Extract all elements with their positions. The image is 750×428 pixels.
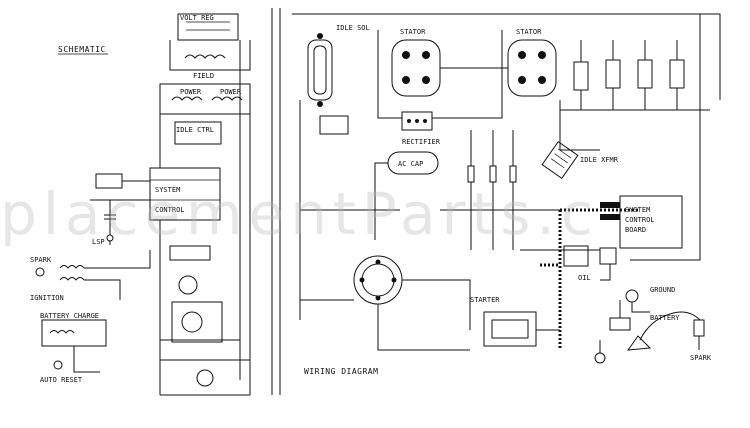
power-winding-box <box>159 83 251 115</box>
svg-text:OIL: OIL <box>578 274 591 282</box>
field-coil <box>184 54 226 59</box>
svg-text:AC CAP: AC CAP <box>398 160 423 168</box>
watermark-text: placementParts.c <box>0 180 599 248</box>
idle-control-transformer-block <box>541 140 579 180</box>
relay-box <box>599 247 617 265</box>
harness-right <box>630 14 701 261</box>
power-winding-right <box>211 96 243 101</box>
spark-plug <box>693 319 705 337</box>
stator-connector-left <box>391 39 441 97</box>
svg-text:IGNITION: IGNITION <box>30 294 64 302</box>
svg-text:IDLE SOL: IDLE SOL <box>336 24 370 32</box>
idle-board-right <box>563 245 589 267</box>
starter-motor-symbol <box>181 311 203 333</box>
harness-top <box>292 13 721 100</box>
svg-text:RECTIFIER: RECTIFIER <box>402 138 441 146</box>
spark-plug-boot <box>626 335 652 351</box>
spark-plug-lead <box>639 311 701 341</box>
lsp-terminal <box>106 234 114 242</box>
oil-pressure-switch <box>594 352 606 364</box>
svg-text:VOLT REG: VOLT REG <box>180 14 214 22</box>
engine-switch <box>353 255 403 305</box>
svg-text:CONTROL: CONTROL <box>155 206 185 214</box>
svg-text:STATOR: STATOR <box>400 28 426 36</box>
svg-text:SYSTEM: SYSTEM <box>155 186 180 194</box>
battery-charge-coil <box>49 330 75 334</box>
svg-text:BOARD: BOARD <box>625 226 646 234</box>
spark-plug-symbol <box>35 267 45 277</box>
auto-reset-breaker <box>53 360 63 370</box>
idle-control-transformer <box>174 121 222 145</box>
svg-text:CONTROL: CONTROL <box>625 216 655 224</box>
breaker-4 <box>669 59 685 89</box>
breaker-3 <box>637 59 653 89</box>
wiring-panel: WIRING DIAGRAM IDLE SOL STATOR STATOR RE… <box>292 13 721 376</box>
ignition-coil <box>59 265 85 269</box>
svg-text:BATTERY: BATTERY <box>650 314 680 322</box>
voltage-regulator-box <box>177 13 239 41</box>
svg-text:AUTO RESET: AUTO RESET <box>40 376 83 384</box>
field-coil-wire <box>169 40 251 71</box>
svg-text:FIELD: FIELD <box>193 72 214 80</box>
ground-stud <box>625 289 639 303</box>
svg-text:POWER: POWER <box>180 88 202 96</box>
svg-text:LSP: LSP <box>92 238 105 246</box>
system-control-board-schematic <box>149 167 221 221</box>
svg-text:SPARK: SPARK <box>690 354 712 362</box>
start-switch-box <box>169 245 211 261</box>
breaker-1 <box>573 61 589 91</box>
power-winding-left <box>171 96 203 101</box>
svg-text:IDLE XFMR: IDLE XFMR <box>580 156 619 164</box>
svg-text:POWER: POWER <box>220 88 242 96</box>
breaker-2 <box>605 59 621 89</box>
schematic-panel: SCHEMATIC <box>30 13 251 396</box>
svg-text:SYSTEM: SYSTEM <box>625 206 650 214</box>
battery-symbol <box>196 369 214 387</box>
svg-text:IDLE CTRL: IDLE CTRL <box>176 126 214 134</box>
system-control-board <box>619 195 683 249</box>
svg-text:STATOR: STATOR <box>516 28 542 36</box>
schematic-heading: SCHEMATIC <box>58 45 106 54</box>
svg-text:GROUND: GROUND <box>650 286 675 294</box>
stator-connector-right <box>507 39 557 97</box>
svg-text:SPARK: SPARK <box>30 256 52 264</box>
svg-text:STARTER: STARTER <box>470 296 500 304</box>
battery-terminal <box>609 317 631 331</box>
idle-control-board <box>319 115 349 135</box>
idle-solenoid-symbol <box>178 275 198 295</box>
wiring-heading: WIRING DIAGRAM <box>304 367 378 376</box>
svg-text:BATTERY CHARGE: BATTERY CHARGE <box>40 312 99 320</box>
stator-loop <box>377 30 503 119</box>
